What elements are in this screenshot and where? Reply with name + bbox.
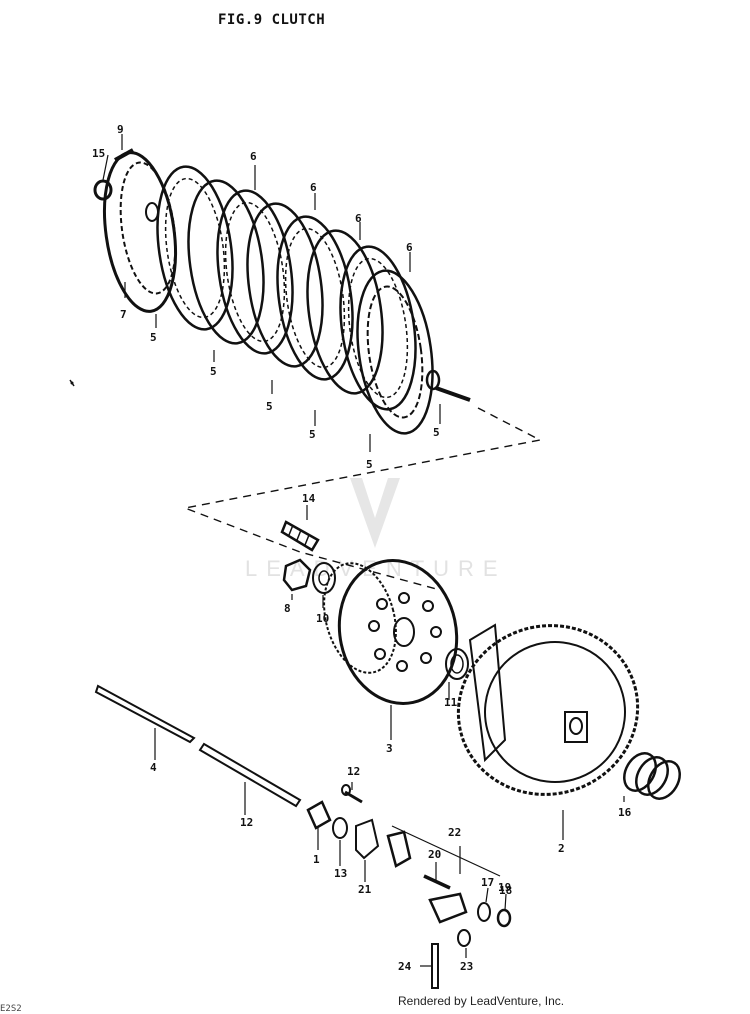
- pin-17: [423, 874, 451, 890]
- washer-18: [477, 902, 491, 922]
- label-part-15: 15: [92, 147, 105, 160]
- spring-24: [431, 943, 439, 989]
- label-part-23: 23: [460, 960, 473, 973]
- label-part-16: 16: [618, 806, 632, 819]
- stray-mark: [69, 379, 75, 387]
- release-bracket-20: [355, 818, 380, 860]
- oil-seal-15: [93, 179, 113, 201]
- figure-code: E2S2: [0, 1004, 22, 1014]
- label-part-1: 1: [313, 853, 320, 866]
- label-part-6: 6: [250, 150, 257, 163]
- label-part-7: 7: [120, 308, 127, 321]
- label-part-2: 2: [558, 842, 565, 855]
- label-part-6: 6: [406, 241, 413, 254]
- washer-21: [332, 817, 348, 839]
- label-part-4: 4: [150, 761, 157, 774]
- watermark-text: LEADVENTURE: [245, 556, 507, 581]
- thrust-washer-3: [445, 648, 469, 680]
- plate-stack: [156, 165, 434, 435]
- pushrod-14: [425, 369, 471, 402]
- label-part-14: 14: [302, 492, 316, 505]
- label-part-5: 5: [433, 426, 440, 439]
- credit-text: Rendered by LeadVenture, Inc.: [398, 994, 565, 1008]
- spring-pin-23: [457, 929, 471, 947]
- label-part-19: 19: [498, 881, 511, 894]
- label-part-12: 12: [240, 816, 253, 829]
- bearing-13: [306, 800, 332, 830]
- clutch-housing-1: [456, 623, 640, 796]
- label-part-5: 5: [309, 428, 316, 441]
- label-part-5: 5: [366, 458, 373, 471]
- spring-8: [280, 520, 320, 552]
- label-part-11: 11: [444, 696, 458, 709]
- label-part-17: 17: [481, 876, 494, 889]
- label-part-10: 10: [316, 612, 329, 625]
- label-part-5: 5: [150, 331, 157, 344]
- bolt-22: [341, 784, 363, 804]
- push-rod-12-a: [94, 684, 196, 744]
- watermark: LEADVENTURE: [245, 478, 507, 581]
- label-part-9: 9: [117, 123, 124, 136]
- label-part-6: 6: [310, 181, 317, 194]
- label-part-13: 13: [334, 867, 347, 880]
- push-rod-12-b: [198, 742, 302, 808]
- figure-title: FIG.9 CLUTCH: [218, 12, 326, 28]
- label-part-6: 6: [355, 212, 362, 225]
- label-part-18: 18: [499, 884, 512, 897]
- nut-19: [496, 908, 512, 928]
- label-part-12: 12: [347, 765, 360, 778]
- pin-9: [114, 148, 134, 162]
- leader-lines: [102, 134, 625, 967]
- o-rings-2: [623, 752, 681, 800]
- release-lever-assy: [428, 892, 468, 924]
- label-part-20: 20: [428, 848, 441, 861]
- label-part-21: 21: [358, 883, 372, 896]
- label-part-5: 5: [210, 365, 217, 378]
- nut-10: [282, 558, 312, 592]
- release-arm-16: [386, 830, 412, 868]
- label-part-3: 3: [386, 742, 393, 755]
- label-part-22: 22: [448, 826, 461, 839]
- label-part-8: 8: [284, 602, 291, 615]
- label-part-24: 24: [398, 960, 412, 973]
- clutch-hub-4: [323, 559, 459, 705]
- label-part-5: 5: [266, 400, 273, 413]
- leader-lines-dashed: [182, 407, 543, 591]
